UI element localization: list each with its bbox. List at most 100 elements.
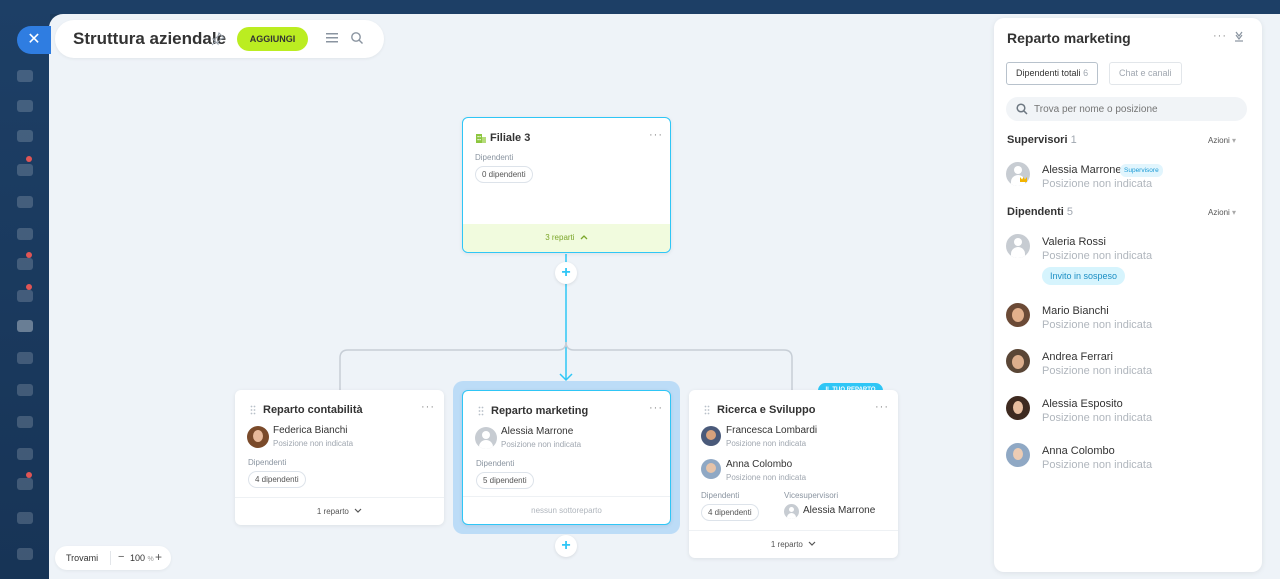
zoom-out-button[interactable]: −	[118, 551, 125, 563]
collapse-panel-icon[interactable]	[1234, 30, 1244, 42]
avatar[interactable]	[701, 426, 721, 446]
employees-count[interactable]: 5 dipendenti	[476, 472, 534, 489]
crm-icon[interactable]	[17, 290, 33, 302]
employee-name[interactable]: Andrea Ferrari	[1042, 351, 1113, 363]
menu-icon[interactable]	[17, 70, 33, 82]
subdepartments-toggle[interactable]: 1 reparto	[689, 530, 898, 558]
more-icon[interactable]: ···	[421, 401, 435, 413]
chevron-down-icon	[354, 508, 362, 513]
help-icon[interactable]	[17, 548, 33, 560]
head-name[interactable]: Anna Colombo	[726, 459, 793, 470]
avatar[interactable]	[1006, 443, 1030, 467]
add-button[interactable]: AGGIUNGI	[237, 27, 308, 51]
avatar[interactable]	[1006, 303, 1030, 327]
employees-count[interactable]: 4 dipendenti	[701, 504, 759, 521]
employee-position: Posizione non indicata	[1042, 365, 1153, 377]
department-card-accounting[interactable]: Reparto contabilità ··· Federica Bianchi…	[235, 390, 444, 525]
search-icon[interactable]	[350, 31, 364, 45]
mail-icon[interactable]	[17, 258, 33, 270]
building-icon	[476, 134, 486, 143]
deputy-label: Vicesupervisori	[784, 491, 839, 500]
employees-actions[interactable]: Azioni ▾	[1208, 208, 1237, 217]
pending-invite-badge: Invito in sospeso	[1042, 267, 1125, 285]
tab-total-employees[interactable]: Dipendenti totali 6	[1006, 62, 1099, 85]
sites-icon[interactable]	[17, 352, 33, 364]
tasks-icon[interactable]	[17, 164, 33, 176]
avatar[interactable]	[1006, 162, 1030, 186]
apps-icon[interactable]	[17, 448, 33, 460]
supervisor-badge: Supervisore	[1120, 164, 1163, 177]
subdepartments-toggle[interactable]: 3 reparti	[463, 224, 670, 252]
head-name[interactable]: Alessia Marrone	[501, 426, 574, 437]
avatar[interactable]	[701, 459, 721, 479]
head-position: Posizione non indicata	[726, 439, 807, 448]
head-position: Posizione non indicata	[726, 473, 807, 482]
add-subdepartment-button[interactable]: +	[555, 535, 577, 557]
close-button[interactable]: ✕	[17, 26, 51, 54]
avatar[interactable]	[1006, 234, 1030, 258]
chat-icon[interactable]	[17, 100, 33, 112]
zoom-in-button[interactable]: +	[155, 550, 163, 564]
chevron-up-icon	[580, 235, 588, 240]
more-icon[interactable]: ···	[649, 129, 663, 141]
divider	[110, 551, 111, 565]
feed-icon[interactable]	[17, 130, 33, 142]
hamburger-menu-icon[interactable]	[326, 33, 338, 43]
avatar[interactable]	[1006, 349, 1030, 373]
employees-count[interactable]: 0 dipendenti	[475, 166, 533, 183]
drag-handle-icon[interactable]	[250, 405, 256, 415]
subdepartments-footer: nessun sottoreparto	[463, 496, 670, 524]
employee-name[interactable]: Anna Colombo	[1042, 445, 1115, 457]
avatar[interactable]	[784, 504, 799, 519]
card-title: Reparto contabilità	[263, 404, 363, 416]
department-card-marketing[interactable]: Reparto marketing ··· Alessia Marrone Po…	[462, 390, 671, 525]
search-input[interactable]	[1006, 97, 1247, 121]
employees-count[interactable]: 4 dipendenti	[248, 471, 306, 488]
drag-handle-icon[interactable]	[478, 406, 484, 416]
supervisor-name[interactable]: Alessia Marrone	[1042, 164, 1122, 176]
employee-position: Posizione non indicata	[1042, 412, 1153, 424]
avatar[interactable]	[475, 427, 497, 449]
more-icon[interactable]: ···	[649, 402, 663, 414]
supervisors-actions[interactable]: Azioni ▾	[1208, 136, 1237, 145]
root-department-card[interactable]: Filiale 3 ··· Dipendenti 0 dipendenti 3 …	[462, 117, 671, 253]
avatar[interactable]	[247, 426, 269, 448]
department-card-rnd[interactable]: Ricerca e Sviluppo ··· Francesca Lombard…	[689, 390, 898, 558]
panel-title: Reparto marketing	[1007, 30, 1131, 46]
tab-chats-channels[interactable]: Chat e canali	[1109, 62, 1182, 85]
employee-position: Posizione non indicata	[1042, 250, 1153, 262]
subdepartments-toggle[interactable]: 1 reparto	[235, 497, 444, 525]
drive-icon[interactable]	[17, 228, 33, 240]
employee-name[interactable]: Valeria Rossi	[1042, 236, 1106, 248]
add-subdepartment-button[interactable]: +	[555, 262, 577, 284]
automation-icon[interactable]	[17, 416, 33, 428]
card-title: Reparto marketing	[491, 405, 589, 417]
calendar-icon[interactable]	[17, 196, 33, 208]
find-me-button[interactable]: Trovami	[66, 553, 99, 563]
search-icon	[1016, 103, 1028, 115]
subdepartments-label: nessun sottoreparto	[531, 506, 602, 515]
notification-dot-icon	[26, 284, 32, 290]
avatar[interactable]	[1006, 396, 1030, 420]
zoom-control: Trovami − 100 % +	[55, 546, 171, 570]
head-name[interactable]: Francesca Lombardi	[726, 425, 818, 436]
employee-name[interactable]: Alessia Esposito	[1042, 398, 1123, 410]
settings-icon[interactable]	[17, 478, 33, 490]
store-icon[interactable]	[17, 384, 33, 396]
deputy-name[interactable]: Alessia Marrone	[803, 505, 876, 516]
supervisors-heading: Supervisori 1	[1007, 134, 1077, 146]
more-icon[interactable]: ···	[875, 401, 889, 413]
employee-name[interactable]: Mario Bianchi	[1042, 305, 1109, 317]
more-icon[interactable]: ···	[1213, 30, 1227, 42]
head-position: Posizione non indicata	[501, 440, 582, 449]
drag-handle-icon[interactable]	[704, 405, 710, 415]
card-title: Filiale 3	[490, 132, 531, 144]
zoom-level: 100 %	[130, 553, 154, 563]
more-icon[interactable]	[17, 512, 33, 524]
supervisor-position: Posizione non indicata	[1042, 178, 1153, 190]
head-name[interactable]: Federica Bianchi	[273, 425, 348, 436]
app-sidebar	[0, 0, 50, 579]
company-icon[interactable]	[17, 320, 33, 332]
head-position: Posizione non indicata	[273, 439, 354, 448]
pin-icon[interactable]	[210, 31, 226, 47]
